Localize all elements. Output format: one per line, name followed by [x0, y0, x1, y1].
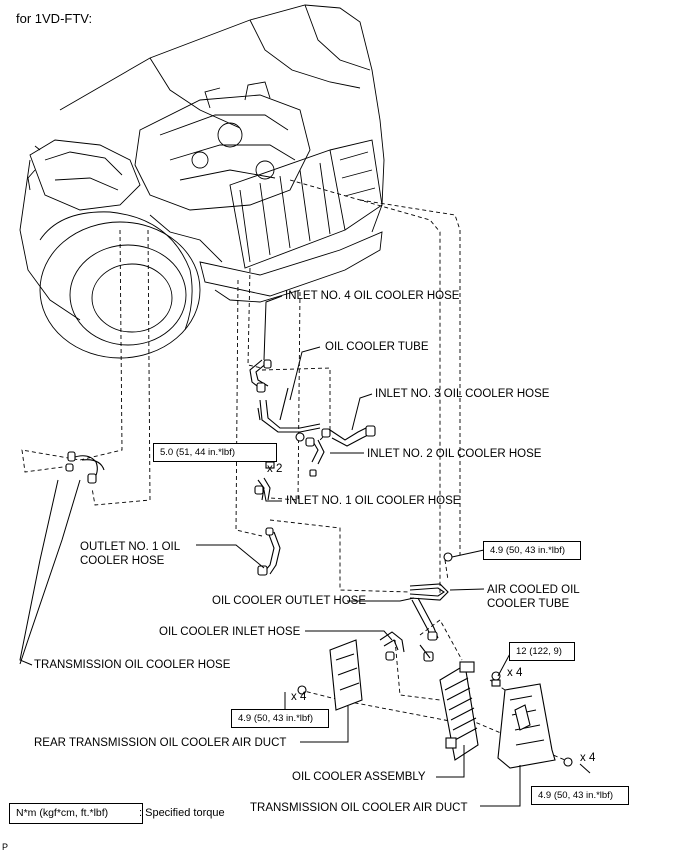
label-oil-cooler-inlet-hose: OIL COOLER INLET HOSE — [159, 626, 301, 638]
transmission-air-duct-part — [497, 683, 573, 769]
oil-cooler-inlet-hose-part — [379, 631, 405, 661]
torque-box-12: 12 (122, 9) — [509, 642, 575, 661]
label-oil-cooler-outlet-hose: OIL COOLER OUTLET HOSE — [212, 595, 367, 607]
label-inlet-no2-oil-cooler-hose: INLET NO. 2 OIL COOLER HOSE — [367, 448, 542, 460]
quantity-x4-duct: x 4 — [580, 752, 596, 764]
quantity-x4-bolt-12: x 4 — [507, 667, 523, 679]
air-cooled-oil-cooler-tube-part — [409, 552, 453, 601]
variant-heading: for 1VD-FTV: — [16, 11, 93, 26]
footer-code: P — [2, 842, 9, 852]
quantity-x2: x 2 — [267, 463, 283, 475]
outlet-no1-hose-part — [257, 527, 281, 576]
oil-cooler-assembly-part — [439, 661, 479, 761]
oil-cooler-tube-part — [257, 387, 321, 442]
label-oil-cooler-assembly: OIL COOLER ASSEMBLY — [292, 771, 426, 783]
label-inlet-no1-oil-cooler-hose: INLET NO. 1 OIL COOLER HOSE — [286, 495, 461, 507]
vehicle-engine-bay-sketch — [19, 4, 385, 359]
torque-box-5-0: 5.0 (51, 44 in.*lbf) — [153, 443, 277, 462]
relation-lines — [21, 179, 566, 761]
label-air-cooled-oil-cooler-tube-line1: AIR COOLED OIL — [487, 584, 580, 596]
label-inlet-no4-oil-cooler-hose: INLET NO. 4 OIL COOLER HOSE — [285, 290, 460, 302]
transmission-oil-cooler-hose-part — [65, 451, 105, 484]
label-outlet-no1-oil-cooler-hose-line2: COOLER HOSE — [80, 555, 165, 567]
label-transmission-oil-cooler-hose: TRANSMISSION OIL COOLER HOSE — [34, 659, 231, 671]
oil-cooler-outlet-hose-part — [411, 597, 439, 662]
label-inlet-no3-oil-cooler-hose: INLET NO. 3 OIL COOLER HOSE — [375, 388, 550, 400]
torque-box-4-9-rear-duct: 4.9 (50, 43 in.*lbf) — [231, 709, 329, 728]
label-transmission-oil-cooler-air-duct: TRANSMISSION OIL COOLER AIR DUCT — [250, 802, 468, 814]
torque-box-4-9-duct: 4.9 (50, 43 in.*lbf) — [531, 786, 629, 805]
inlet-no1-hose-part — [254, 477, 271, 501]
inlet-no4-hose-part — [249, 359, 272, 393]
label-oil-cooler-tube: OIL COOLER TUBE — [325, 341, 429, 353]
label-air-cooled-oil-cooler-tube-line2: COOLER TUBE — [487, 598, 570, 610]
leader-lines — [19, 295, 591, 807]
bolt-12-part — [491, 671, 501, 687]
label-outlet-no1-oil-cooler-hose-line1: OUTLET NO. 1 OIL — [80, 541, 181, 553]
inlet-no3-hose-part — [321, 425, 376, 447]
rear-air-duct-part — [297, 639, 363, 711]
quantity-x4-rear-duct: x 4 — [291, 691, 307, 703]
inlet-no2-hose-part — [305, 437, 325, 477]
label-rear-transmission-oil-cooler-air-duct: REAR TRANSMISSION OIL COOLER AIR DUCT — [34, 737, 287, 749]
legend-torque-box: N*m (kgf*cm, ft.*lbf) — [9, 803, 143, 824]
torque-box-4-9-tube: 4.9 (50, 43 in.*lbf) — [483, 541, 581, 560]
legend-specified-torque-text: : Specified torque — [139, 807, 225, 819]
